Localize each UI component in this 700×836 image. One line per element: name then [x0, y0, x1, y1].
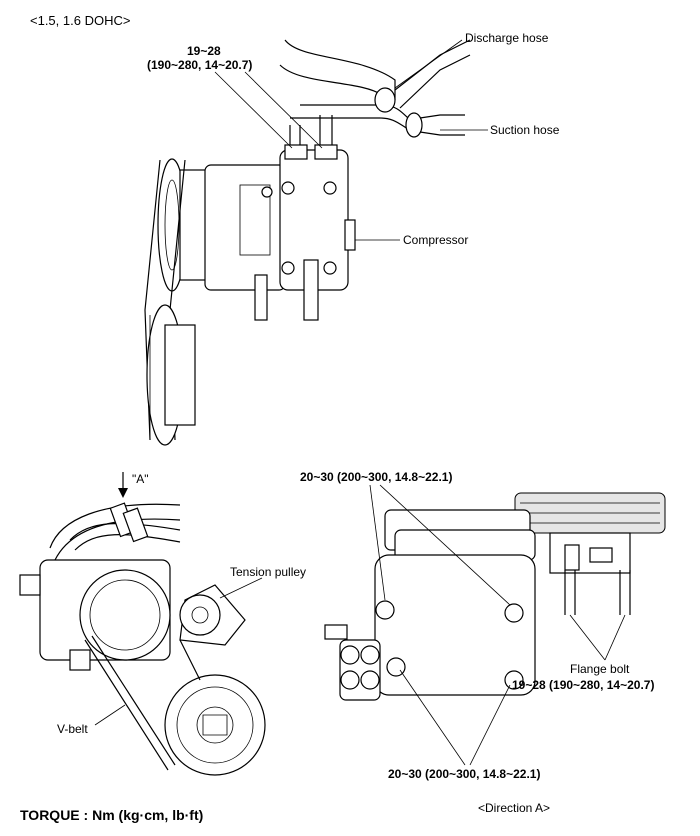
discharge-hose-label: Discharge hose — [465, 31, 549, 45]
right-direction-a-assembly — [324, 484, 666, 766]
left-crank-pulley — [164, 674, 266, 776]
v-belt-label: V-belt — [57, 722, 88, 736]
discharge-hose-fitting — [374, 87, 396, 113]
direction-a-label: <Direction A> — [478, 801, 551, 815]
left-belt-assembly — [19, 472, 266, 776]
flange-bolt-torque: 19~28 (190~280, 14~20.7) — [512, 678, 655, 692]
torque-units-footer: TORQUE : Nm (kg·cm, lb·ft) — [20, 807, 204, 823]
top-compressor-assembly — [144, 39, 488, 446]
suction-hose-fitting — [405, 112, 423, 138]
engine-label: <1.5, 1.6 DOHC> — [30, 13, 131, 28]
v-belt-line — [84, 639, 169, 771]
top-torque-value: 19~28 — [187, 44, 221, 58]
tension-pulley-label: Tension pulley — [230, 565, 307, 579]
right-torque-bottom: 20~30 (200~300, 14.8~22.1) — [388, 767, 541, 781]
top-torque-detail: (190~280, 14~20.7) — [147, 58, 253, 72]
arrow-a-label: "A" — [132, 472, 149, 486]
compressor-label: Compressor — [403, 233, 469, 247]
right-torque-top: 20~30 (200~300, 14.8~22.1) — [300, 470, 453, 484]
compressor-body — [204, 164, 286, 291]
left-compressor-pulley — [79, 569, 171, 661]
right-compressor-body — [374, 554, 536, 696]
suction-hose-label: Suction hose — [490, 123, 560, 137]
flange-bolt-label: Flange bolt — [570, 662, 630, 676]
discharge-hose-line — [284, 39, 396, 100]
tension-pulley — [179, 594, 221, 636]
